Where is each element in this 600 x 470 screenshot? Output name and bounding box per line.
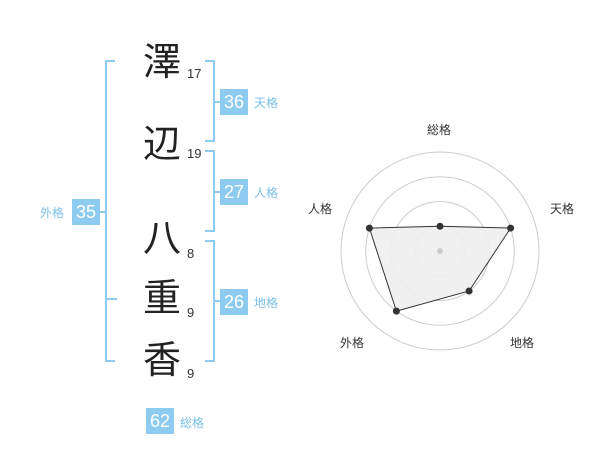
radar-point-2 bbox=[465, 287, 473, 295]
gaikaku-bracket bbox=[105, 60, 115, 362]
soukaku-label: 総格 bbox=[180, 416, 205, 430]
gaikaku-value: 35 bbox=[72, 199, 100, 225]
stroke-count-2: 19 bbox=[187, 146, 202, 161]
name-character-1: 澤 bbox=[142, 40, 181, 84]
radar-point-1 bbox=[507, 224, 515, 232]
stroke-count-4: 9 bbox=[187, 305, 195, 320]
name-character-4: 重 bbox=[142, 276, 181, 320]
radar-point-4 bbox=[365, 224, 373, 232]
chikaku-bracket-tick bbox=[213, 300, 223, 302]
radar-series-area bbox=[368, 225, 512, 312]
tenkaku-label: 天格 bbox=[254, 96, 279, 110]
radar-point-3 bbox=[392, 307, 400, 315]
stroke-count-3: 8 bbox=[187, 246, 195, 261]
gaikaku-label: 外格 bbox=[40, 206, 65, 220]
name-character-2: 辺 bbox=[142, 122, 181, 166]
jinkaku-bracket-tick bbox=[213, 191, 223, 193]
radar-grid-ring bbox=[365, 176, 515, 326]
stroke-count-1: 17 bbox=[187, 66, 202, 81]
radar-axis-label-gaikaku: 外格 bbox=[340, 336, 365, 350]
radar-grid-ring bbox=[340, 151, 540, 351]
radar-center-dot bbox=[437, 248, 443, 254]
jinkaku-label: 人格 bbox=[254, 186, 279, 200]
radar-axis-label-chikaku: 地格 bbox=[510, 336, 535, 350]
radar-axis-label-jinkaku: 人格 bbox=[308, 202, 333, 216]
gaikaku-bracket-tick bbox=[95, 211, 105, 213]
stroke-count-5: 9 bbox=[187, 366, 195, 381]
name-character-3: 八 bbox=[142, 216, 181, 260]
radar-axis-label-soukaku: 総格 bbox=[427, 123, 452, 137]
name-character-5: 香 bbox=[142, 338, 181, 382]
radar-axis-label-tenkaku: 天格 bbox=[550, 202, 575, 216]
gaikaku-inner-tick bbox=[107, 298, 117, 300]
tenkaku-value: 36 bbox=[220, 89, 248, 115]
chikaku-label: 地格 bbox=[254, 296, 279, 310]
jinkaku-value: 27 bbox=[220, 179, 248, 205]
tenkaku-bracket-tick bbox=[213, 101, 223, 103]
chikaku-value: 26 bbox=[220, 289, 248, 315]
soukaku-value: 62 bbox=[146, 408, 174, 434]
radar-point-0 bbox=[436, 222, 444, 230]
